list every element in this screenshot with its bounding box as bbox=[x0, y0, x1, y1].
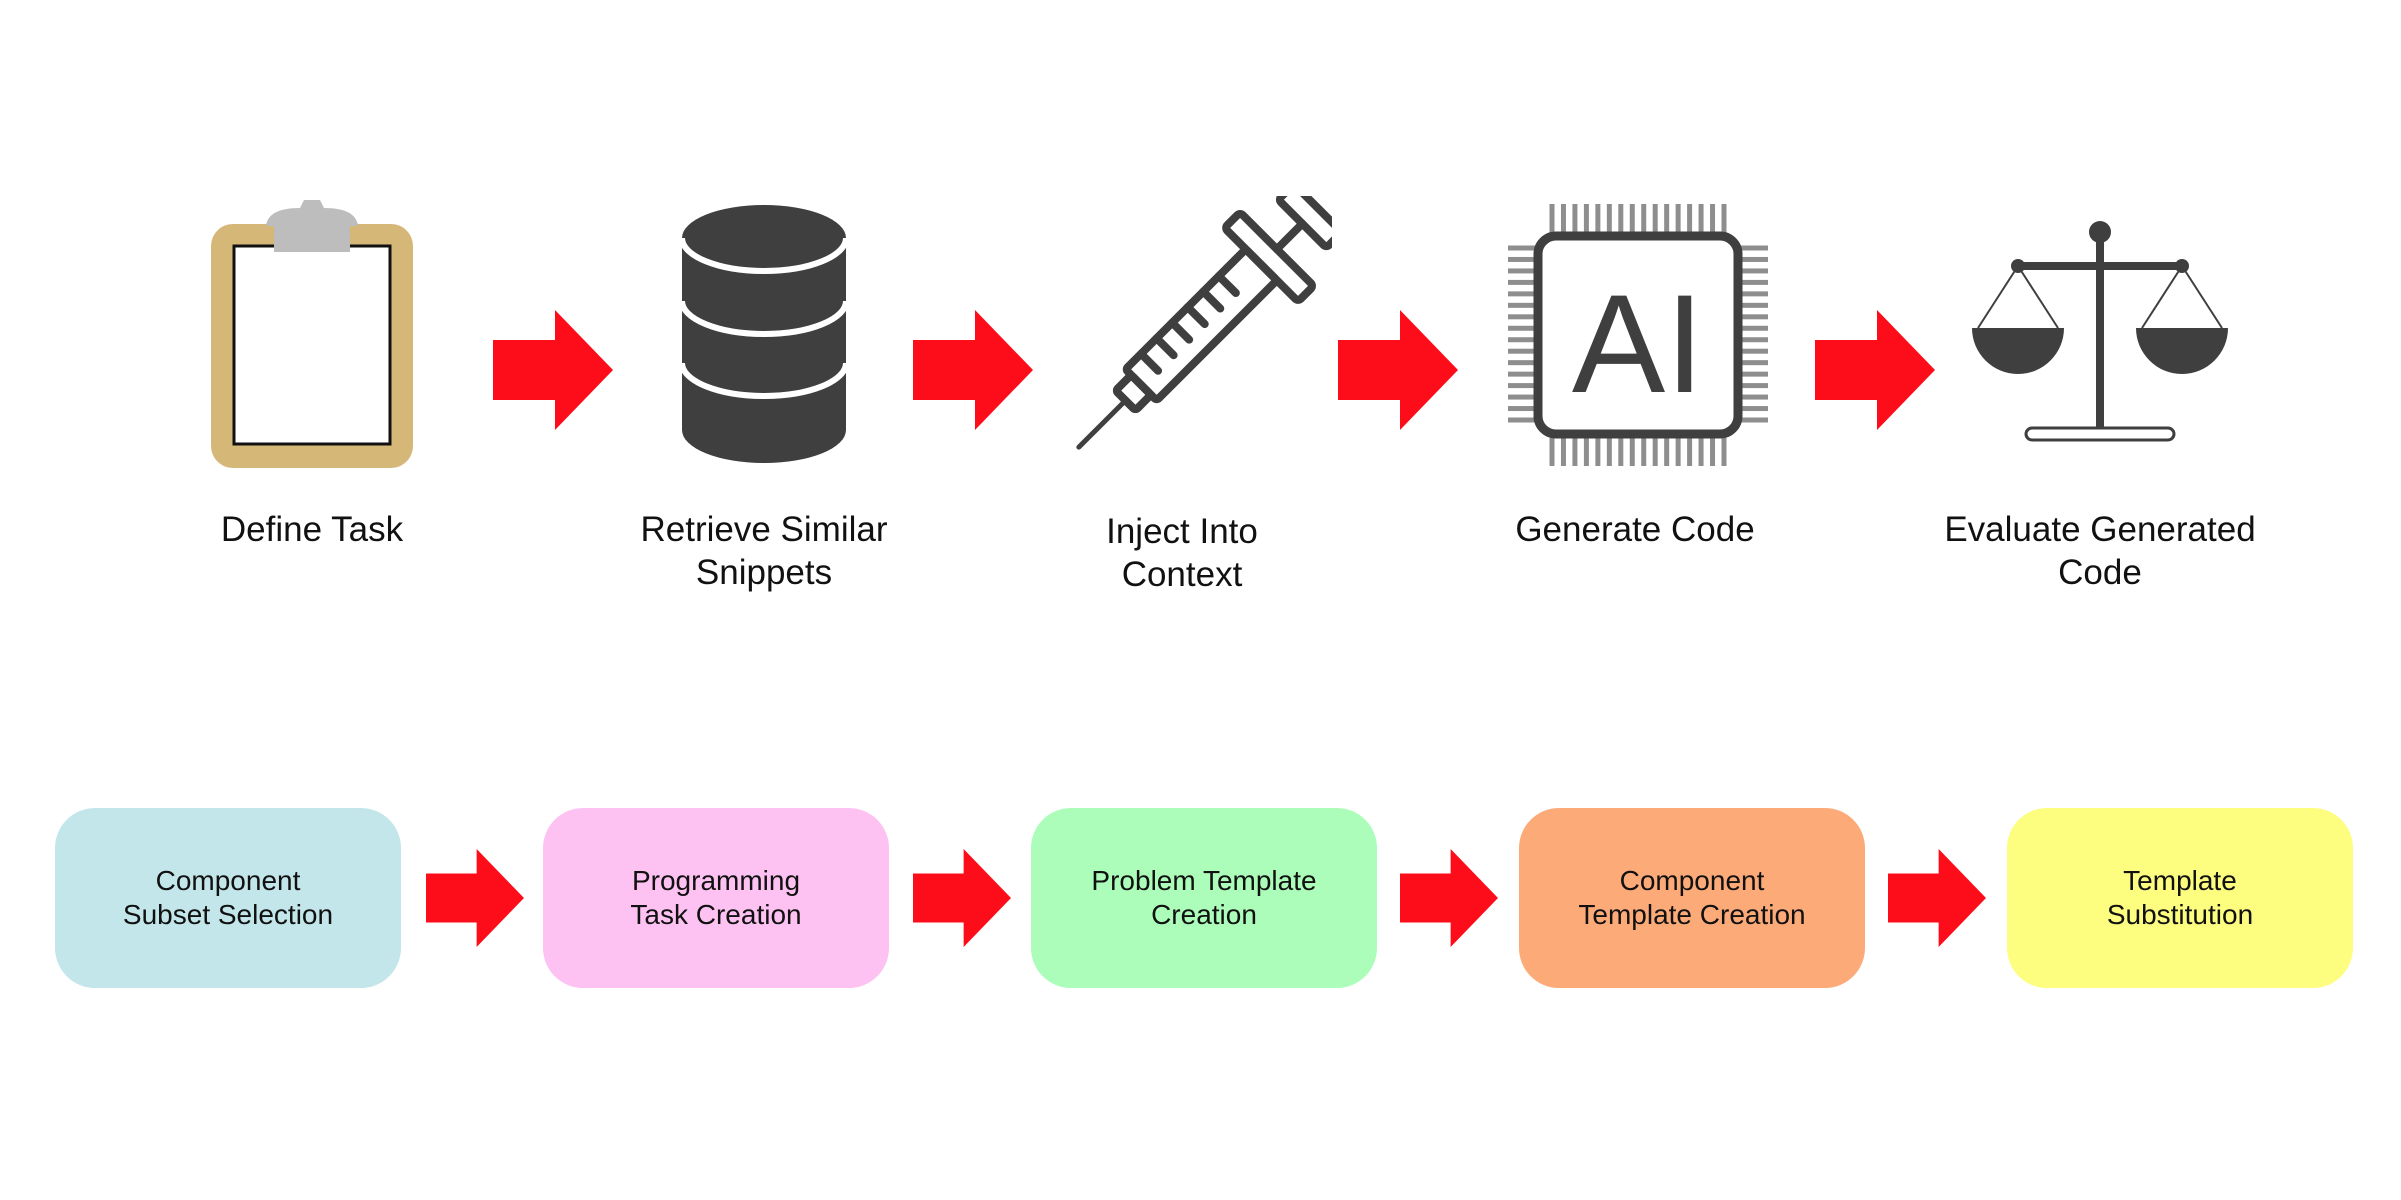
step-label-define-task: Define Task bbox=[220, 510, 404, 549]
step-label-retrieve-snippets: Retrieve Similar Snippets bbox=[640, 510, 888, 592]
stage-template-substitution: Template Substitution bbox=[2007, 808, 2353, 988]
step-label-evaluate-code: Evaluate Generated Code bbox=[1944, 510, 2256, 592]
stage-component-template-creation: Component Template Creation bbox=[1519, 808, 1865, 988]
flow-arrow bbox=[493, 310, 613, 430]
stage-label: Programming Task Creation bbox=[630, 865, 802, 930]
syringe-icon bbox=[1052, 196, 1332, 471]
stage-label: Template Substitution bbox=[2106, 865, 2254, 930]
ai-chip-icon: AI bbox=[1508, 204, 1768, 466]
flow-arrow bbox=[913, 849, 1011, 947]
step-label-generate-code: Generate Code bbox=[1515, 510, 1755, 549]
stage-problem-template-creation: Problem Template Creation bbox=[1031, 808, 1377, 988]
clipboard-icon bbox=[208, 196, 416, 471]
database-icon bbox=[680, 203, 848, 465]
stage-label: Component Template Creation bbox=[1578, 865, 1806, 930]
flow-arrow bbox=[1815, 310, 1935, 430]
flow-arrow bbox=[426, 849, 524, 947]
stage-label: Problem Template Creation bbox=[1091, 865, 1317, 930]
flow-arrow bbox=[1338, 310, 1458, 430]
ai-chip-text: AI bbox=[1572, 265, 1704, 422]
flow-arrow bbox=[1400, 849, 1498, 947]
stage-label: Component Subset Selection bbox=[122, 865, 334, 930]
stage-component-subset-selection: Component Subset Selection bbox=[55, 808, 401, 988]
step-label-inject-context: Inject Into Context bbox=[1106, 512, 1258, 594]
stage-programming-task-creation: Programming Task Creation bbox=[543, 808, 889, 988]
flow-arrow bbox=[913, 310, 1033, 430]
balance-scale-icon bbox=[1970, 218, 2230, 448]
flow-arrow bbox=[1888, 849, 1986, 947]
